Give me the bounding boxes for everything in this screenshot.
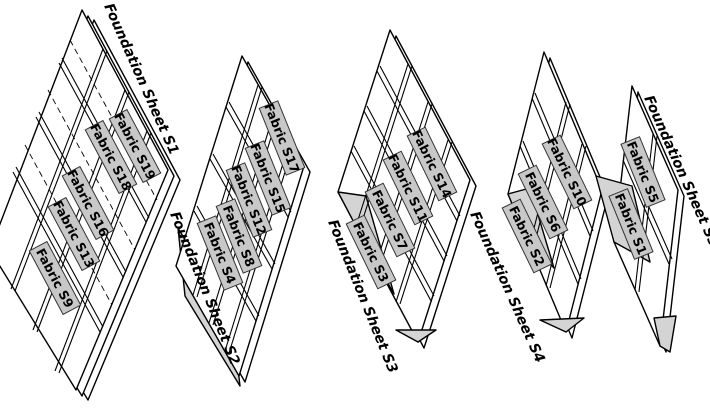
sheet-s5: Fabric S5 Fabric S1 Foundation Sheet S5 xyxy=(596,86,710,352)
sheet-s5-shaded-tip xyxy=(654,316,676,352)
sheet-s3-shaded-tip xyxy=(396,330,436,342)
sheet-s3: Fabric S14 Fabric S11 Fabric S7 Fabric S… xyxy=(324,30,476,375)
sheet-s2: Fabric S17 Fabric S15 Fabric S12 Fabric … xyxy=(166,56,310,386)
sheet-s4: Fabric S10 Fabric S6 Fabric S2 Foundatio… xyxy=(466,52,608,365)
sheet-s1: Fabric S19 Fabric S18 Fabric S16 Fabric … xyxy=(0,1,182,400)
sheet-s4-frame xyxy=(508,52,608,338)
sheet-s4-shaded-tip xyxy=(540,318,584,332)
